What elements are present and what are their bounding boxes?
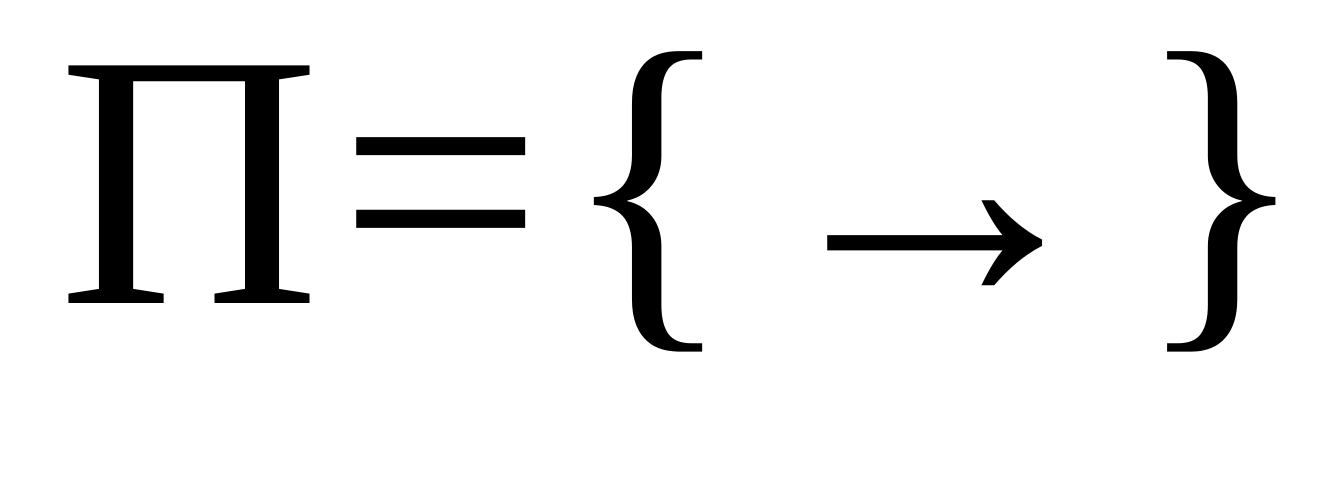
formula-lhs-pi: Π xyxy=(58,0,321,382)
formula-open-brace: { xyxy=(560,0,736,382)
formula-close-brace: } xyxy=(1134,0,1309,382)
formula-right-arrow: → xyxy=(753,0,1117,382)
math-formula: Π = { → } xyxy=(58,0,1308,480)
formula-equals-sign: = xyxy=(338,0,543,382)
